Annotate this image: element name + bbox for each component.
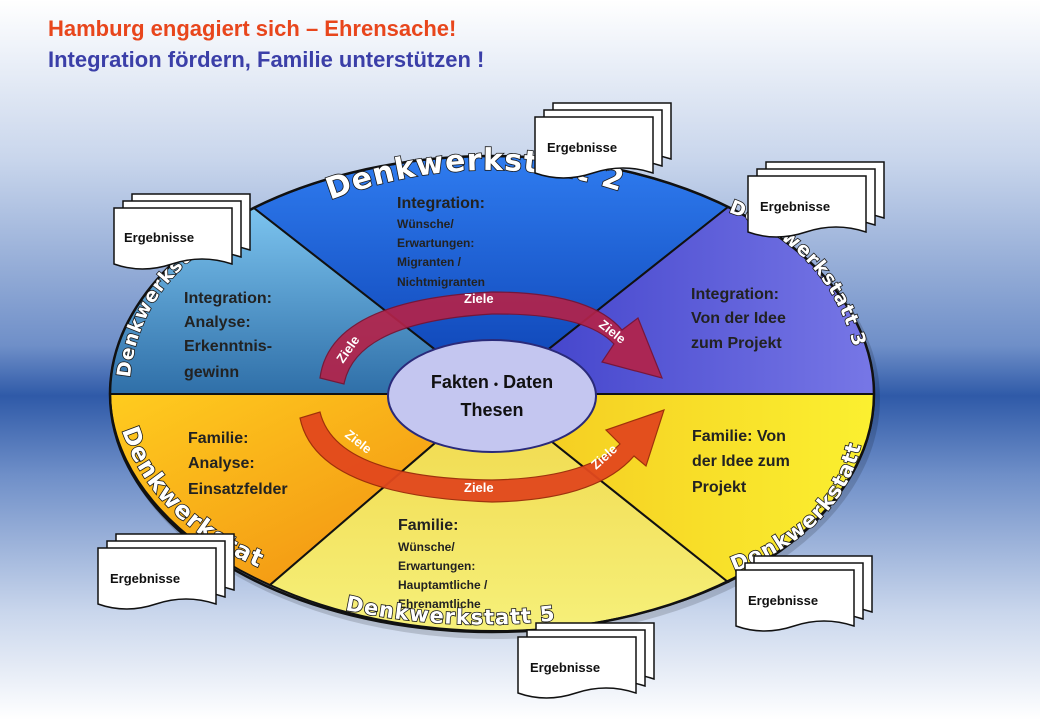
ergebnisse-stack-5: Ergebnisse [517, 622, 655, 699]
svg-text:Projekt: Projekt [692, 479, 747, 496]
svg-text:Migranten /: Migranten / [397, 255, 462, 269]
ergebnisse-label-4: Ergebnisse [110, 571, 180, 586]
header-subtitle: Integration fördern, Familie unterstütze… [48, 47, 485, 72]
ergebnisse-label-6: Ergebnisse [748, 593, 818, 608]
svg-text:Wünsche/: Wünsche/ [398, 540, 455, 554]
segment-4-text: Familie: Analyse: Einsatzfelder [188, 430, 288, 498]
svg-text:Integration:: Integration: [691, 286, 779, 303]
svg-text:Erkenntnis-: Erkenntnis- [184, 338, 272, 355]
ziele-label-bottom: Ziele [464, 480, 494, 495]
svg-text:Von der Idee: Von der Idee [691, 310, 786, 327]
ergebnisse-stack-2: Ergebnisse [534, 102, 672, 179]
header-title: Hamburg engagiert sich – Ehrensache! [48, 16, 457, 41]
ergebnisse-stack-6: Ergebnisse [735, 555, 873, 632]
segment-2-text: Integration: Wünsche/ Erwartungen: Migra… [397, 195, 485, 289]
ergebnisse-label-1: Ergebnisse [124, 230, 194, 245]
ergebnisse-label-5: Ergebnisse [530, 660, 600, 675]
center-ellipse [387, 339, 597, 453]
ziele-label-top: Ziele [464, 291, 494, 306]
center-line-1: Fakten • Daten [431, 372, 553, 392]
segment-6-text: Familie: Von der Idee zum Projekt [692, 428, 790, 496]
ziele-arrow-top [319, 291, 664, 385]
svg-text:Nichtmigranten: Nichtmigranten [397, 275, 485, 289]
ergebnisse-label-3: Ergebnisse [760, 199, 830, 214]
segment-1-text: Integration: Analyse: Erkenntnis- gewinn [184, 290, 272, 381]
svg-text:Familie:: Familie: [398, 517, 458, 534]
svg-text:Analyse:: Analyse: [188, 455, 255, 472]
ziele-arrow-bottom [299, 409, 665, 503]
svg-text:Ehrenamtliche: Ehrenamtliche [398, 597, 481, 611]
svg-text:gewinn: gewinn [184, 364, 239, 381]
svg-text:der Idee zum: der Idee zum [692, 453, 790, 470]
svg-text:Einsatzfelder: Einsatzfelder [188, 481, 288, 498]
svg-text:Hauptamtliche /: Hauptamtliche / [398, 578, 488, 592]
center-line-2: Thesen [460, 400, 523, 420]
svg-text:Integration:: Integration: [184, 290, 272, 307]
svg-text:Familie: Von: Familie: Von [692, 428, 786, 445]
svg-text:Integration:: Integration: [397, 195, 485, 212]
svg-text:Erwartungen:: Erwartungen: [398, 559, 475, 573]
ergebnisse-stack-3: Ergebnisse [747, 161, 885, 238]
segment-3-text: Integration: Von der Idee zum Projekt [691, 286, 786, 352]
svg-text:Erwartungen:: Erwartungen: [397, 236, 474, 250]
ergebnisse-stack-1: Ergebnisse [113, 193, 251, 270]
svg-text:zum Projekt: zum Projekt [691, 335, 782, 352]
svg-text:Analyse:: Analyse: [184, 314, 251, 331]
segment-5-text: Familie: Wünsche/ Erwartungen: Hauptamtl… [398, 517, 488, 611]
svg-text:Familie:: Familie: [188, 430, 248, 447]
ergebnisse-label-2: Ergebnisse [547, 140, 617, 155]
ergebnisse-stack-4: Ergebnisse [97, 533, 235, 610]
svg-text:Wünsche/: Wünsche/ [397, 217, 454, 231]
